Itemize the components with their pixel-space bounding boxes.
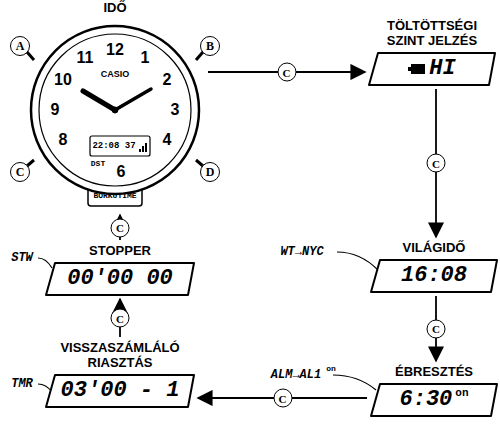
mode-heading: ÉBRESZTÉS: [370, 364, 498, 379]
lcd-display: HI: [368, 52, 496, 86]
lcd-display: 03'00 - 1: [45, 374, 195, 408]
display-outline: [46, 375, 194, 407]
button-callout: C: [111, 218, 130, 237]
button-callout: C: [111, 309, 130, 328]
lcd-window: [90, 136, 150, 156]
display-outline: [46, 263, 194, 295]
dial-numeral: 8: [59, 132, 68, 148]
dial-numeral: 9: [51, 102, 60, 118]
button-callout: C: [277, 63, 296, 82]
button-label: B: [200, 36, 220, 56]
dst-indicator: DST: [91, 160, 105, 168]
button-label: D: [200, 162, 220, 182]
battery-icon: [408, 63, 426, 75]
mode-display: VILÁGIDŐ 16:08: [370, 240, 498, 293]
lcd-time: 22:08 37: [92, 142, 135, 151]
battery-tip: [408, 67, 411, 71]
mode-heading: VILÁGIDŐ: [370, 240, 498, 255]
mode-display: STOPPER 00'00 00: [45, 243, 195, 296]
hand-pivot: [112, 107, 118, 113]
display-value: 6:30: [399, 388, 452, 412]
lcd-display: 6:30on: [370, 383, 498, 417]
mode-display: VISSZASZÁMLÁLÓ RIASZTÁS 03'00 - 1: [45, 340, 195, 408]
mode-heading: TÖLTÖTTSÉGI SZINT JELZÉS: [368, 18, 496, 48]
display-indicator: on: [455, 388, 468, 399]
brand-name: CASIO: [101, 70, 130, 79]
display-value: 00'00 00: [67, 267, 173, 291]
button-callout: C: [273, 389, 292, 408]
minute-hand: [115, 89, 151, 110]
display-outline: [371, 384, 497, 416]
battery-body: [411, 64, 425, 74]
lcd-display: 00'00 00: [45, 262, 195, 296]
button-callout: C: [427, 154, 446, 173]
mode-code: STW: [11, 252, 33, 264]
mode-title: IDŐ: [25, 0, 205, 15]
dial-numeral: 11: [77, 50, 94, 66]
dial-numeral: 2: [163, 72, 172, 88]
hour-hand: [83, 91, 115, 110]
display-value: 16:08: [401, 264, 467, 288]
button-callout: C: [427, 319, 446, 338]
dial-numeral: 3: [171, 102, 180, 118]
lcd-bars: [139, 143, 147, 152]
display-value: HI: [429, 57, 455, 81]
button-stems: [27, 52, 203, 166]
dial-numeral: 1: [141, 50, 150, 66]
on-indicator: on: [326, 365, 336, 373]
leader-line: [38, 258, 52, 268]
display-outline: [371, 260, 497, 292]
watch-dial: [39, 34, 191, 186]
mode-code: ALM→AL1: [271, 369, 321, 381]
mode-code: TMR: [11, 378, 33, 390]
display-outline: [369, 53, 495, 85]
dial-numeral: 12: [106, 42, 124, 58]
mode-heading: VISSZASZÁMLÁLÓ RIASZTÁS: [45, 340, 195, 370]
dial-numeral: 6: [117, 164, 126, 180]
mode-code: WT→NYC: [280, 246, 323, 258]
bezel-text: BORKUTIME: [93, 192, 136, 200]
mode-display: TÖLTÖTTSÉGI SZINT JELZÉS HI: [368, 18, 496, 86]
mode-display: ÉBRESZTÉS 6:30on: [370, 364, 498, 417]
mode-heading: STOPPER: [45, 243, 195, 258]
leader-line: [337, 252, 378, 270]
leader-line: [333, 375, 376, 390]
dial-numeral: 4: [163, 132, 172, 148]
lcd-display: 16:08: [370, 259, 498, 293]
dial-numeral: 10: [54, 72, 72, 88]
display-value: 03'00 - 1: [61, 379, 180, 403]
button-label: A: [10, 36, 30, 56]
watch-bezel: [31, 26, 199, 194]
button-label: C: [10, 162, 30, 182]
